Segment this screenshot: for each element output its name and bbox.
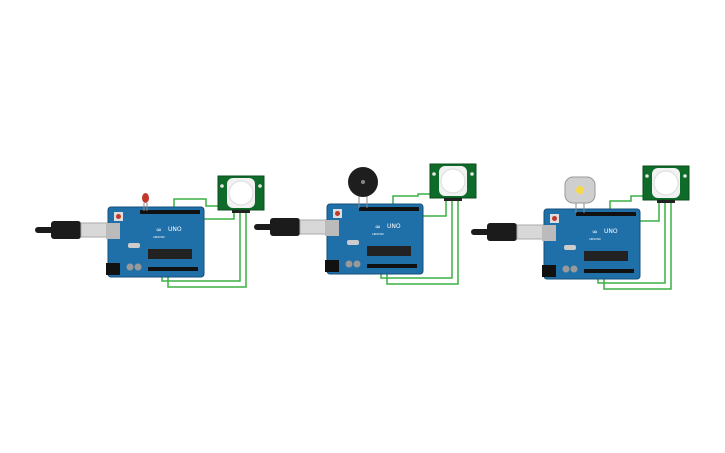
usb-cable-connector[interactable] [270, 218, 300, 236]
digital-header [576, 212, 636, 216]
pir-fresnel-lens [653, 170, 679, 196]
pir-fresnel-lens [440, 168, 466, 194]
usb-port [325, 220, 339, 236]
arduino-logo: ∞ [592, 228, 598, 236]
board-brand-label: ARDUINO [372, 232, 384, 236]
crystal-oscillator [128, 243, 140, 248]
pir-potentiometer [258, 184, 262, 188]
pir-sensor-icon[interactable] [429, 163, 477, 201]
wire[interactable] [609, 195, 643, 217]
pir-pin-header [444, 198, 462, 201]
microcontroller-chip [584, 251, 628, 261]
led-icon[interactable] [142, 193, 149, 211]
motor-shaft [576, 186, 584, 194]
pir-pin-header [232, 210, 250, 213]
board-brand-label: ARDUINO [153, 235, 165, 239]
power-jack [106, 263, 120, 275]
power-header [367, 264, 417, 268]
power-header [584, 269, 634, 273]
power-jack [325, 260, 339, 272]
pir-potentiometer [645, 174, 649, 178]
capacitor [562, 265, 570, 273]
usb-plug [80, 222, 108, 238]
capacitor [126, 263, 134, 271]
pir-sensor-icon[interactable] [642, 165, 690, 203]
arduino-logo: ∞ [375, 223, 381, 231]
board-model-label: UNO [604, 228, 618, 235]
capacitor [345, 260, 353, 268]
board-pcb [543, 208, 641, 280]
reset-button-cap [116, 214, 121, 219]
reset-button-cap [552, 216, 557, 221]
board-pcb [326, 203, 424, 275]
usb-cable-connector[interactable] [487, 223, 517, 241]
pir-potentiometer [683, 174, 687, 178]
microcontroller-chip [148, 249, 192, 259]
pir-fresnel-lens [228, 180, 254, 206]
arduino-logo: ∞ [156, 226, 162, 234]
power-header [148, 267, 198, 271]
buzzer-hole [361, 180, 365, 184]
led-body [142, 193, 149, 203]
wire[interactable] [421, 200, 447, 217]
usb-port [542, 225, 556, 241]
wire[interactable] [173, 198, 218, 215]
wire[interactable] [392, 193, 430, 212]
board-pcb [107, 206, 205, 278]
microcontroller-chip [367, 246, 411, 256]
board-model-label: UNO [168, 226, 182, 233]
board-brand-label: ARDUINO [589, 237, 601, 241]
digital-header [140, 210, 200, 214]
pir-sensor-icon[interactable] [217, 175, 265, 213]
buzzer-icon[interactable] [348, 167, 378, 208]
crystal-oscillator [564, 245, 576, 250]
reset-button-cap [335, 211, 340, 216]
pir-potentiometer [470, 172, 474, 176]
wire[interactable] [638, 202, 660, 222]
usb-port [106, 223, 120, 239]
usb-cable-connector[interactable] [51, 221, 81, 239]
dc-motor-icon[interactable] [564, 176, 596, 213]
usb-plug [299, 219, 327, 235]
pir-potentiometer [220, 184, 224, 188]
wire[interactable] [202, 212, 235, 220]
pir-pin-header [657, 200, 675, 203]
capacitor [134, 263, 142, 271]
capacitor [353, 260, 361, 268]
capacitor [570, 265, 578, 273]
board-model-label: UNO [387, 223, 401, 230]
pir-potentiometer [432, 172, 436, 176]
crystal-oscillator [347, 240, 359, 245]
usb-plug [516, 224, 544, 240]
power-jack [542, 265, 556, 277]
digital-header [359, 207, 419, 211]
